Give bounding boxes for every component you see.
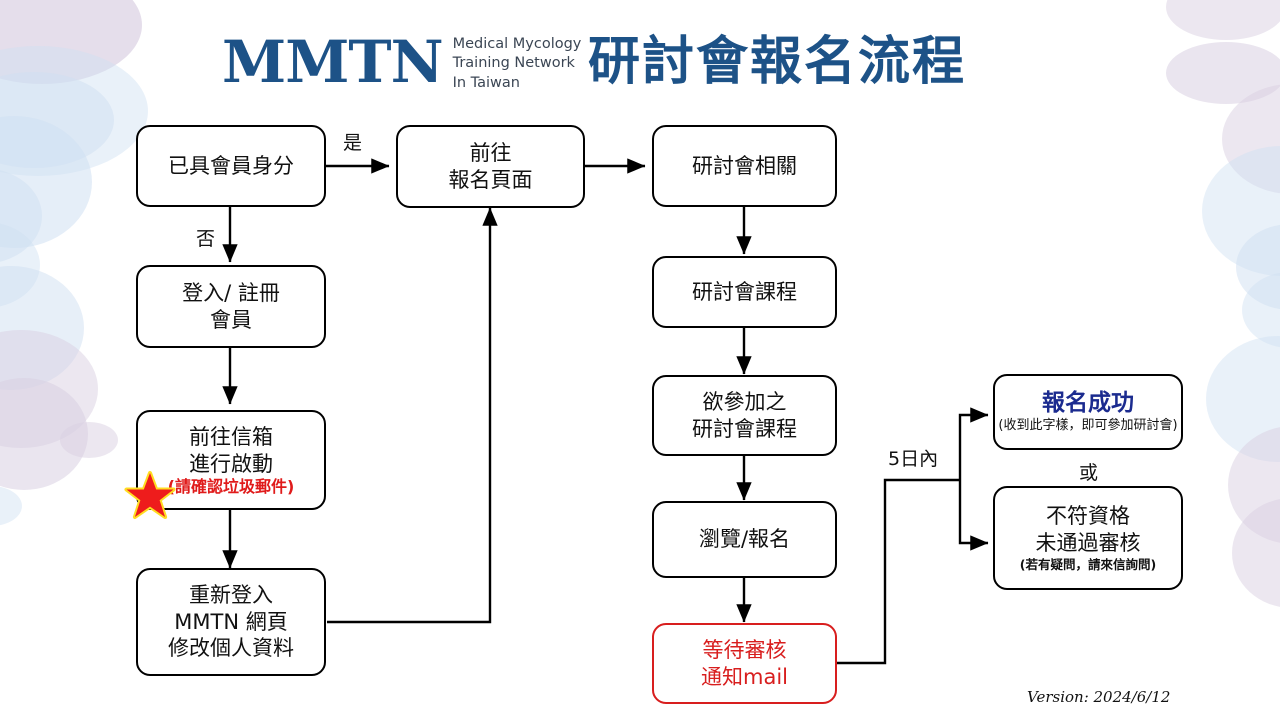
node-activate-email[interactable]: 前往信箱 進行啟動 (請確認垃圾郵件) [136, 410, 326, 510]
node-browse-signup[interactable]: 瀏覽/報名 [652, 501, 837, 578]
node-signup-success[interactable]: 報名成功 (收到此字樣，即可參加研討會) [993, 374, 1183, 450]
node-seminar-course-line1: 研討會課程 [692, 279, 797, 304]
node-activate-email-line2: 進行啟動 [189, 451, 273, 476]
node-signup-page-line1: 前往 [469, 141, 512, 166]
node-seminar-info-line1: 研討會相關 [692, 153, 797, 178]
node-signup-rejected-note: (若有疑問，請來信詢問) [1019, 557, 1157, 573]
mmtn-logo: MMTN Medical Mycology Training Network I… [222, 32, 581, 93]
node-activate-email-note: (請確認垃圾郵件) [167, 477, 295, 497]
logo-wordmark: MMTN [222, 28, 444, 97]
node-relogin-line2: MMTN 網頁 [174, 609, 288, 634]
node-activate-email-line1: 前往信箱 [189, 425, 273, 450]
node-register-line1: 登入/ 註冊 [182, 281, 280, 306]
page-title: 研討會報名流程 [588, 32, 967, 92]
node-seminar-course[interactable]: 研討會課程 [652, 256, 837, 328]
edge-label-or: 或 [1079, 462, 1099, 484]
node-signup-rejected-line1: 不符資格 [1046, 504, 1130, 529]
node-register[interactable]: 登入/ 註冊 會員 [136, 265, 326, 348]
node-seminar-info[interactable]: 研討會相關 [652, 125, 837, 207]
logo-tagline-line2: Training Network [452, 55, 575, 72]
logo-tagline-line1: Medical Mycology [452, 36, 582, 52]
node-relogin-line3: 修改個人資料 [168, 636, 294, 661]
node-signup-success-title: 報名成功 [1042, 390, 1134, 417]
node-browse-signup-line1: 瀏覽/報名 [698, 527, 791, 552]
node-desired-course[interactable]: 欲參加之 研討會課程 [652, 375, 837, 456]
node-signup-page[interactable]: 前往 報名頁面 [396, 125, 585, 208]
node-signup-rejected[interactable]: 不符資格 未通過審核 (若有疑問，請來信詢問) [993, 486, 1183, 590]
node-waiting-review[interactable]: 等待審核 通知mail [652, 623, 837, 704]
node-member-check-line1: 已具會員身分 [168, 153, 294, 178]
node-desired-course-line2: 研討會課程 [692, 416, 797, 441]
node-signup-page-line2: 報名頁面 [448, 167, 533, 192]
node-waiting-review-line2: 通知mail [701, 664, 788, 689]
node-waiting-review-line1: 等待審核 [702, 638, 787, 663]
node-signup-rejected-line2: 未通過審核 [1035, 530, 1141, 555]
node-signup-success-note: (收到此字樣，即可參加研討會) [998, 417, 1178, 433]
logo-tagline-line3: In Taiwan [452, 74, 520, 91]
edge-label-no: 否 [196, 228, 216, 250]
node-relogin-line1: 重新登入 [189, 583, 273, 608]
edge-label-yes: 是 [343, 132, 363, 154]
logo-tagline: Medical Mycology Training Network In Tai… [453, 32, 582, 93]
node-desired-course-line1: 欲參加之 [702, 390, 787, 415]
version-label: Version: 2024/6/12 [1027, 688, 1171, 706]
edge-label-within-5-days: 5日內 [888, 448, 939, 470]
node-register-line2: 會員 [210, 307, 252, 332]
node-relogin-edit-profile[interactable]: 重新登入 MMTN 網頁 修改個人資料 [136, 568, 326, 676]
node-member-check[interactable]: 已具會員身分 [136, 125, 326, 207]
